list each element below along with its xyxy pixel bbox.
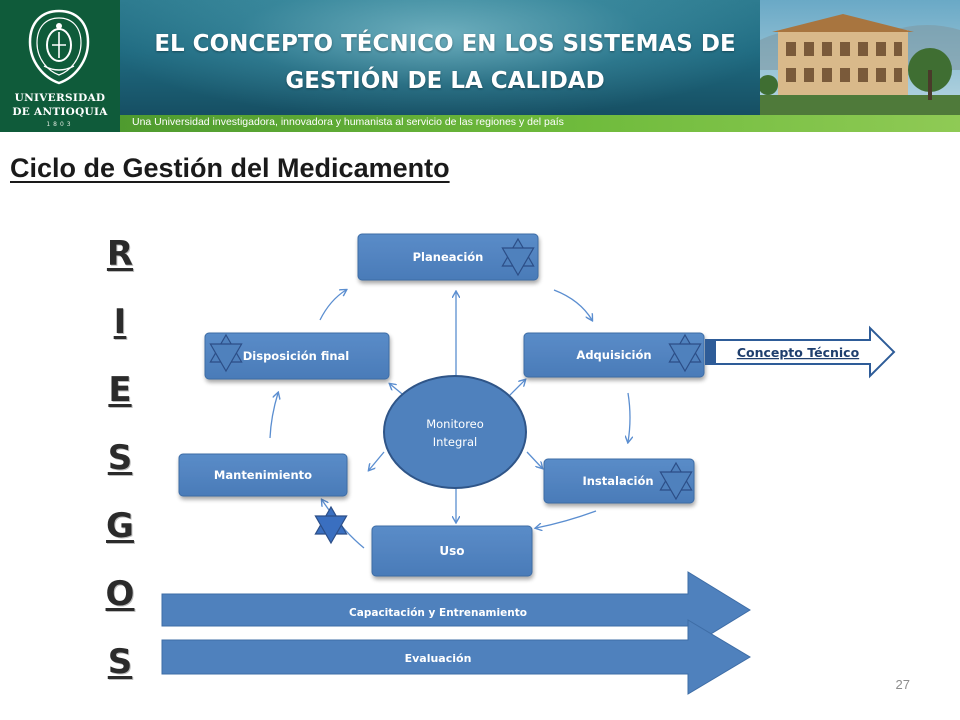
center-label-line2: Integral <box>433 435 478 449</box>
slide-title-line1: EL CONCEPTO TÉCNICO EN LOS SISTEMAS DE <box>154 31 736 57</box>
center-label-line1: Monitoreo <box>426 417 484 431</box>
stage-uso-label: Uso <box>439 544 464 558</box>
riesgos-letter-e: E <box>108 370 132 410</box>
capacitacion-label: Capacitación y Entrenamiento <box>349 607 527 619</box>
concepto-tecnico-label: Concepto Técnico <box>737 345 860 360</box>
university-building-photo <box>760 0 960 115</box>
riesgos-letter-g: G <box>106 506 134 546</box>
university-seal-icon <box>28 9 90 85</box>
star-mantenimiento-icon <box>314 505 348 545</box>
riesgos-letter-i: I <box>113 302 127 342</box>
capacitacion-arrow: Capacitación y Entrenamiento <box>161 571 751 649</box>
stage-instalacion: Instalación <box>543 458 695 504</box>
stage-disposicion-final: Disposición final <box>204 332 390 380</box>
riesgos-letter-s2: S <box>107 642 133 682</box>
stage-instalacion-label: Instalación <box>582 474 653 488</box>
star-instalacion-icon <box>659 461 693 501</box>
logo-university-name-line1: UNIVERSIDAD <box>14 92 106 104</box>
university-slogan: Una Universidad investigadora, innovador… <box>132 116 564 128</box>
arrow-instalacion-uso <box>536 510 597 528</box>
arrow-to-mantenimiento <box>369 451 385 470</box>
header-highlight <box>120 0 760 115</box>
arrow-disposicion-planeacion <box>319 290 346 321</box>
riesgos-letter-s: S <box>107 438 133 478</box>
stage-mantenimiento: Mantenimiento <box>178 453 348 497</box>
stage-disposicion-label: Disposición final <box>243 349 350 363</box>
stage-adquisicion: Adquisición <box>523 332 705 378</box>
stage-planeacion-label: Planeación <box>413 250 484 264</box>
university-logo: UNIVERSIDAD DE ANTIOQUIA 1803 <box>0 0 120 132</box>
star-adquisicion-icon <box>668 333 702 373</box>
evaluacion-label: Evaluación <box>405 652 472 665</box>
arrow-mantenimiento-disposicion <box>269 393 278 439</box>
slogan-bar: Una Universidad investigadora, innovador… <box>120 115 960 132</box>
slide-title: EL CONCEPTO TÉCNICO EN LOS SISTEMAS DE G… <box>120 26 770 100</box>
stage-mantenimiento-label: Mantenimiento <box>214 468 312 482</box>
concepto-tecnico-arrow: Concepto Técnico <box>705 325 896 379</box>
stage-planeacion: Planeación <box>357 233 539 281</box>
cycle-connectors <box>269 289 630 549</box>
section-title: Ciclo de Gestión del Medicamento <box>10 153 450 183</box>
stage-adquisicion-label: Adquisición <box>576 348 651 362</box>
star-planeacion-icon <box>501 237 535 277</box>
riesgos-letter-r: R <box>106 234 134 274</box>
logo-founding-year: 1803 <box>46 121 74 128</box>
center-monitoreo-integral: Monitoreo Integral <box>383 375 527 489</box>
page-number: 27 <box>895 677 910 692</box>
evaluacion-arrow: Evaluación <box>161 619 751 695</box>
arrow-planeacion-adquisicion <box>553 289 592 320</box>
arrow-adquisicion-instalacion <box>628 392 630 442</box>
star-disposicion-icon <box>209 333 243 373</box>
slide-title-line2: GESTIÓN DE LA CALIDAD <box>285 68 605 94</box>
riesgos-letter-o: O <box>105 574 135 614</box>
logo-university-name-line2: DE ANTIOQUIA <box>12 106 108 118</box>
arrow-to-instalacion <box>526 451 542 468</box>
stage-uso: Uso <box>371 525 533 577</box>
header-banner: UNIVERSIDAD DE ANTIOQUIA 1803 EL CONCEPT… <box>0 0 960 132</box>
